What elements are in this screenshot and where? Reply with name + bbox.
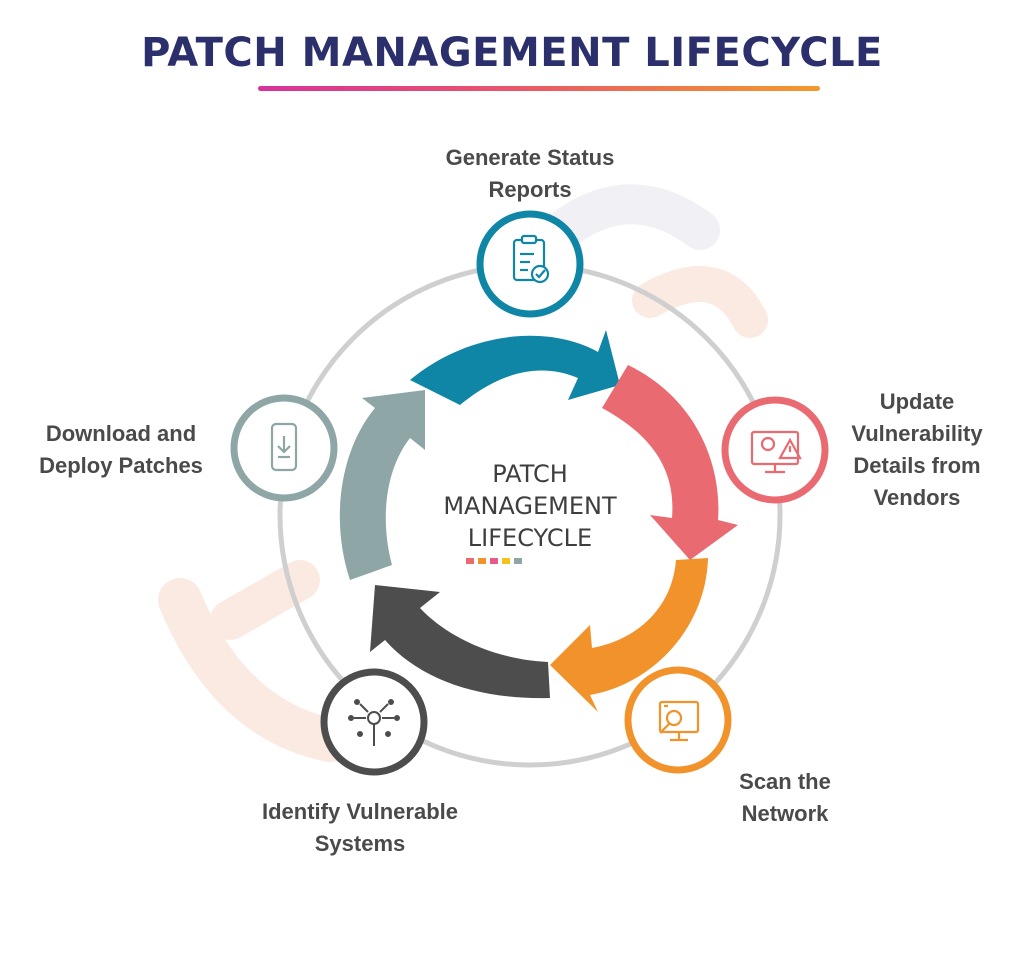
step-label-reports-line1: Generate Status (445, 145, 615, 170)
gear-alert-monitor-icon (750, 430, 802, 474)
center-dots (466, 558, 522, 564)
step-circle-download (230, 394, 338, 502)
center-label-line3: LIFECYCLE (467, 524, 593, 552)
arrow-grey (339, 390, 425, 580)
center-label-line2: MANAGEMENT (443, 492, 617, 520)
step-circle-reports (476, 210, 584, 318)
step-circle-identify (320, 668, 428, 776)
arrow-teal (410, 330, 620, 405)
step-label-identify-line2: Systems (314, 831, 406, 856)
step-label-vulnerability-line1: Update (879, 389, 955, 414)
arrow-dark (370, 585, 550, 699)
step-label-scan-line1: Scan the (739, 769, 831, 794)
title-underline (258, 86, 820, 91)
center-label-line1: PATCH (492, 460, 568, 488)
arrow-coral (602, 365, 738, 560)
step-label-scan: Scan the Network (710, 766, 860, 830)
target-nodes-icon (348, 699, 400, 746)
step-label-identify: Identify Vulnerable Systems (220, 796, 500, 860)
step-circle-vulnerability (721, 396, 829, 504)
center-label: PATCH MANAGEMENT LIFECYCLE (430, 458, 630, 554)
step-label-vulnerability-line2: Vulnerability (851, 421, 983, 446)
step-label-vulnerability-line3: Details from (853, 453, 981, 478)
clipboard-check-icon (512, 234, 550, 284)
step-label-scan-line2: Network (741, 801, 829, 826)
step-circle-scan (624, 666, 732, 774)
step-label-download-line2: Deploy Patches (39, 453, 203, 478)
arrow-orange (550, 558, 708, 712)
step-label-vulnerability-line4: Vendors (873, 485, 961, 510)
step-label-reports-line2: Reports (488, 177, 572, 202)
network-scan-monitor-icon (658, 700, 700, 742)
step-label-download: Download and Deploy Patches (16, 418, 226, 482)
step-label-vulnerability: Update Vulnerability Details from Vendor… (832, 386, 1002, 514)
phone-download-icon (270, 422, 298, 472)
page-title: PATCH MANAGEMENT LIFECYCLE (141, 30, 883, 76)
step-label-download-line1: Download and (45, 421, 197, 446)
step-label-identify-line1: Identify Vulnerable (261, 799, 458, 824)
step-label-reports: Generate Status Reports (400, 142, 660, 206)
